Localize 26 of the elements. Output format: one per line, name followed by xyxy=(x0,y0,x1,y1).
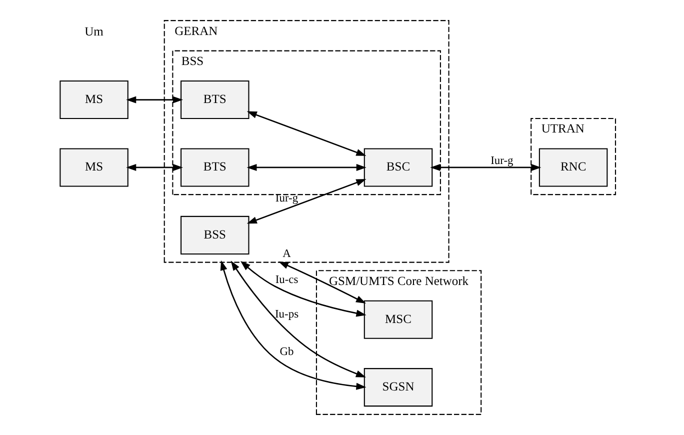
node-box: BSC xyxy=(364,148,433,187)
edge-label: Iur-g xyxy=(275,192,298,205)
node-box: RNC xyxy=(538,148,608,187)
node-box: BTS xyxy=(180,80,250,120)
arrow xyxy=(240,260,366,317)
edge-label: Iu-cs xyxy=(275,274,298,286)
arrow xyxy=(126,96,183,104)
node-box: MS xyxy=(60,148,128,187)
node-box: MSC xyxy=(364,300,433,339)
edge-label: Gb xyxy=(280,346,294,358)
arrow xyxy=(246,179,366,224)
arrow xyxy=(220,260,366,390)
arrow xyxy=(246,164,366,171)
arrow xyxy=(126,164,183,171)
node-box: MS xyxy=(60,80,128,120)
node-box: BSS xyxy=(180,216,250,254)
edge-label: A xyxy=(282,248,291,260)
label: Um xyxy=(84,24,104,38)
arrow xyxy=(430,164,542,171)
node-box: SGSN xyxy=(364,368,433,407)
arrow xyxy=(230,260,366,378)
edge-label: Iu-ps xyxy=(275,308,299,320)
arrow xyxy=(278,261,366,304)
edge-label: Iur-g xyxy=(490,155,514,168)
node-box: BTS xyxy=(180,148,250,187)
arrow xyxy=(246,111,366,156)
